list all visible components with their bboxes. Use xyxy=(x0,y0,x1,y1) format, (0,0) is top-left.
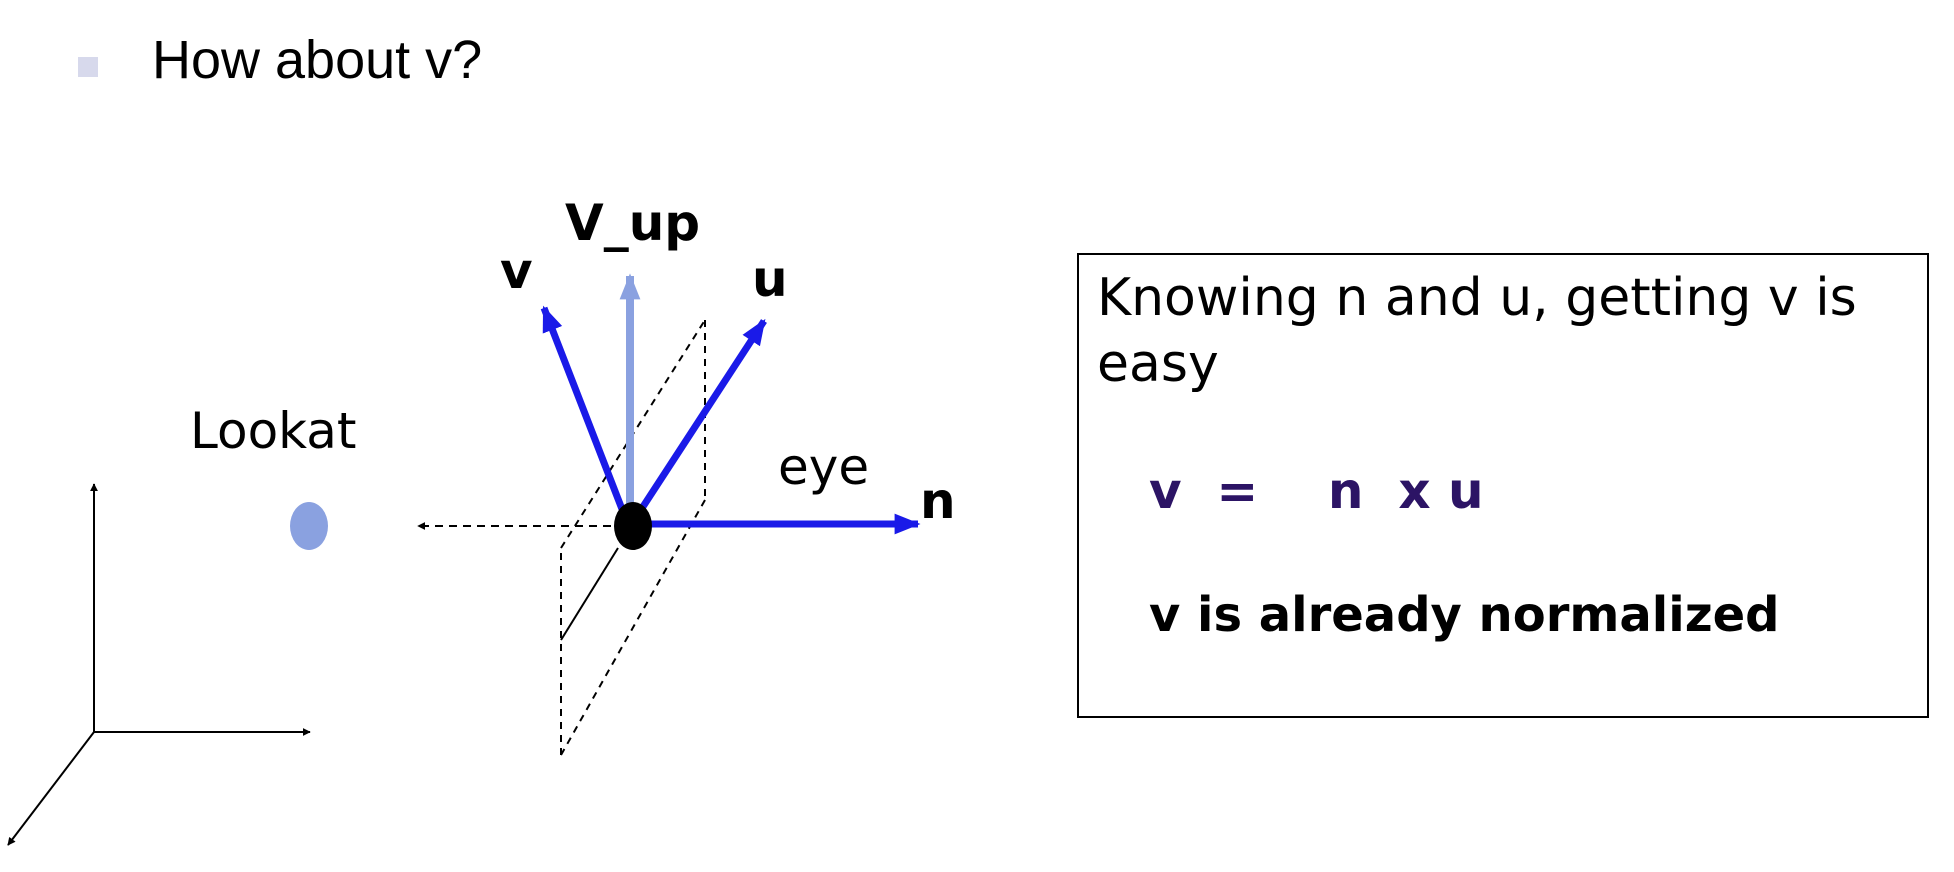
lookat-label: Lookat xyxy=(190,402,356,460)
info-box-statement: Knowing n and u, getting v is easy xyxy=(1097,268,1857,394)
n-label: n xyxy=(920,472,956,530)
normalized-note: v is already normalized xyxy=(1149,587,1780,643)
cross-product-formula: v = n x u xyxy=(1149,462,1484,520)
lookat-point xyxy=(290,502,328,550)
eye-label: eye xyxy=(778,438,869,496)
slide-heading: How about v? xyxy=(152,30,483,90)
info-box: Knowing n and u, getting v is easy v = n… xyxy=(1077,253,1929,718)
u-label: u xyxy=(752,250,788,308)
eye-point xyxy=(614,502,652,550)
v-vector xyxy=(540,305,631,524)
v-up-label: V_up xyxy=(565,194,700,252)
world-z-axis xyxy=(7,731,95,846)
u-vector xyxy=(630,318,767,524)
bullet-marker xyxy=(78,57,98,77)
world-axes xyxy=(7,483,311,846)
v-label: v xyxy=(500,242,533,300)
